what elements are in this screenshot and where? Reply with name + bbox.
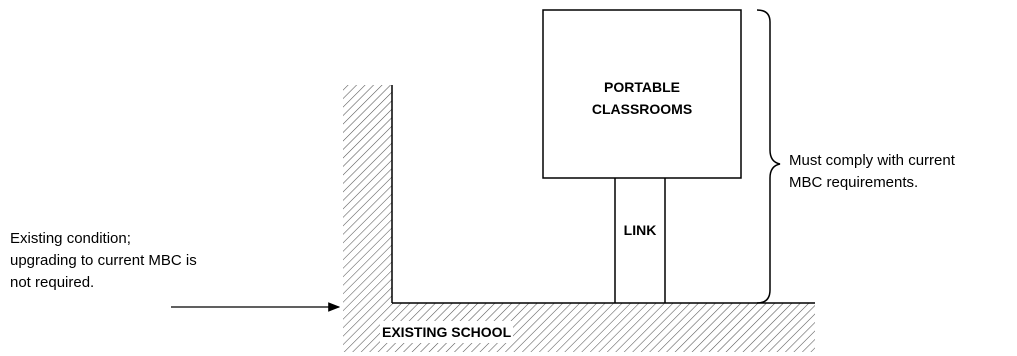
existing-note-line2: upgrading to current MBC is <box>10 252 197 269</box>
existing-school-label: EXISTING SCHOOL <box>380 321 514 343</box>
compliance-note: Must comply with current MBC requirement… <box>789 150 955 194</box>
existing-condition-note: Existing condition; upgrading to current… <box>10 228 197 294</box>
compliance-note-line2: MBC requirements. <box>789 174 919 191</box>
portable-label-line1: PORTABLE <box>604 79 680 95</box>
portable-classrooms-box <box>542 9 742 179</box>
link-label: LINK <box>623 222 657 238</box>
portable-label-line2: CLASSROOMS <box>591 101 693 117</box>
compliance-brace <box>756 9 781 304</box>
portable-classrooms-label: PORTABLE CLASSROOMS <box>543 76 741 120</box>
existing-note-line3: not required. <box>10 274 95 291</box>
existing-note-line1: Existing condition; <box>10 230 131 247</box>
compliance-note-line1: Must comply with current <box>789 152 955 169</box>
